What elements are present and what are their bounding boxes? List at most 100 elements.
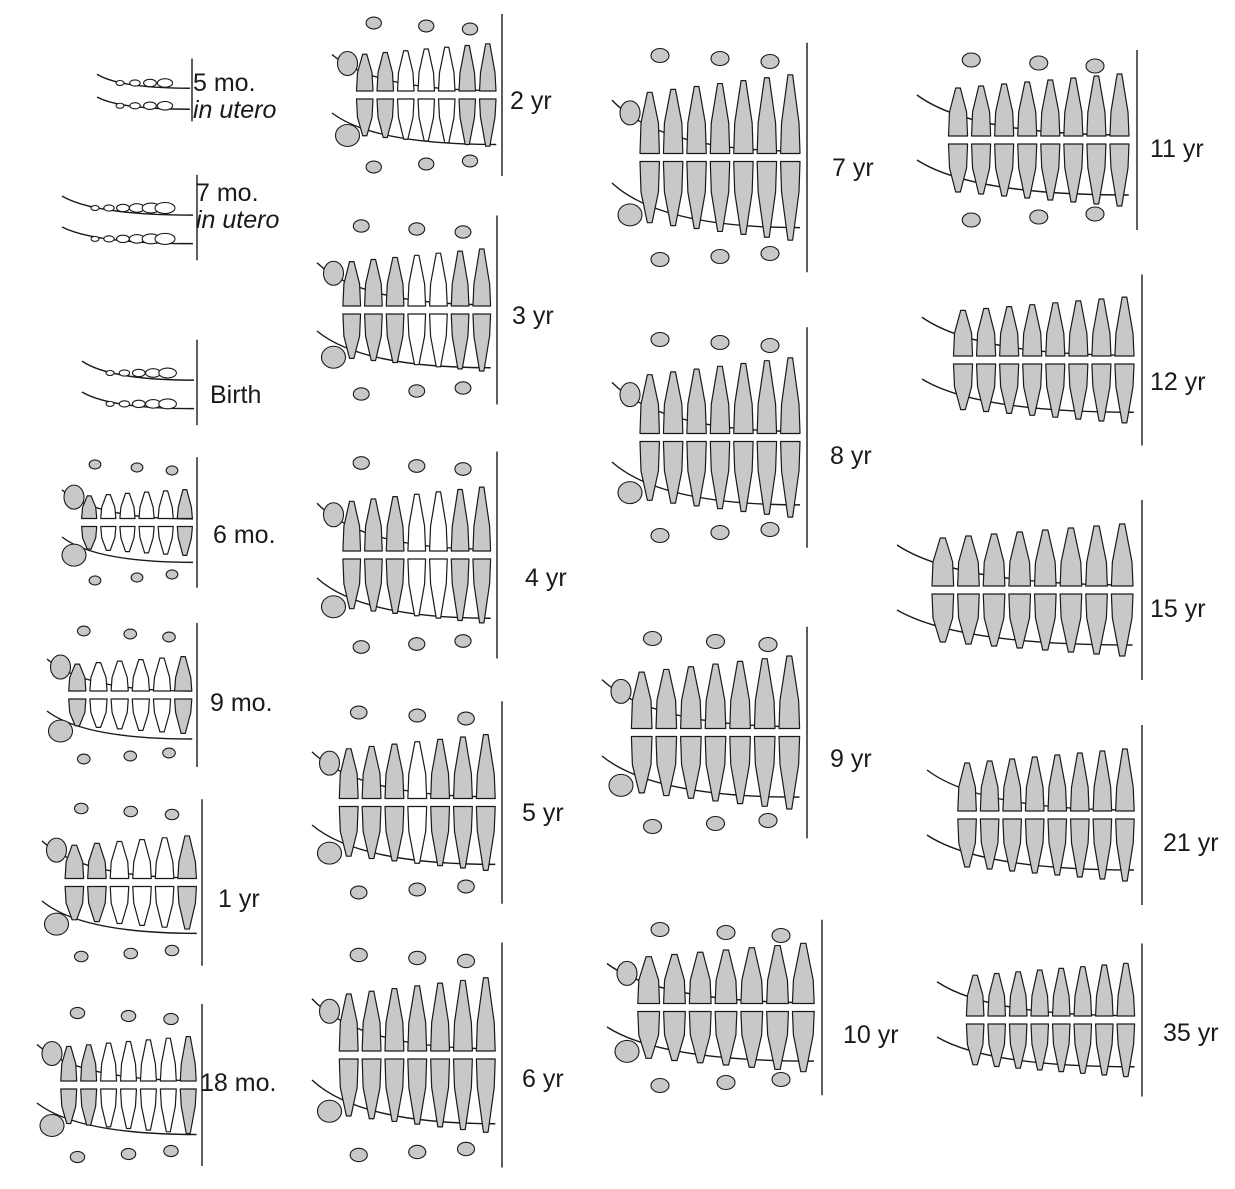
lower-tooth-germ — [462, 155, 477, 167]
upper-molar-germ — [320, 751, 340, 775]
lower-tooth — [958, 819, 977, 867]
dentition-drawing — [330, 5, 505, 185]
upper-tooth — [966, 975, 984, 1016]
lower-tooth — [101, 1089, 117, 1127]
stage-panel-35yr — [935, 935, 1145, 1105]
upper-tooth — [454, 737, 473, 799]
stage-label-text: 9 yr — [830, 745, 872, 773]
lower-tooth — [81, 1089, 97, 1125]
upper-tooth — [158, 491, 173, 519]
lower-tooth — [734, 442, 753, 512]
lower-tooth — [377, 99, 394, 137]
dentition-drawing — [310, 930, 505, 1180]
lower-tooth — [357, 99, 374, 136]
lower-tooth — [476, 807, 495, 871]
stage-label-8yr: 8 yr — [830, 443, 872, 470]
dentition-drawing — [45, 615, 200, 775]
dentition-drawing — [60, 450, 200, 595]
stage-sublabel-text: in utero — [193, 97, 276, 124]
upper-tooth — [767, 946, 789, 1004]
lower-tooth — [664, 1012, 686, 1061]
stage-label-10yr: 10 yr — [843, 1022, 899, 1049]
lower-tooth-bud — [130, 103, 140, 109]
lower-tooth — [418, 99, 435, 141]
lower-tooth — [365, 559, 383, 611]
lower-tooth — [640, 162, 659, 223]
upper-tooth-germ — [711, 52, 729, 66]
lower-tooth-germ — [124, 948, 138, 959]
stage-label-1yr: 1 yr — [218, 886, 260, 913]
stage-panel-1yr — [40, 790, 205, 975]
upper-tooth-germ — [651, 49, 669, 63]
upper-tooth — [734, 364, 753, 434]
lower-molar-germ — [318, 1100, 342, 1122]
upper-tooth-bud — [104, 205, 114, 211]
lower-tooth-bud — [106, 401, 114, 406]
upper-jaw-outline — [97, 74, 190, 88]
upper-tooth-germ — [711, 336, 729, 350]
lower-tooth — [61, 1089, 77, 1124]
lower-tooth — [430, 559, 448, 618]
lower-tooth — [1111, 594, 1133, 656]
lower-tooth-germ — [409, 638, 425, 651]
lower-tooth-germ — [70, 1151, 84, 1162]
upper-tooth — [430, 492, 448, 551]
lower-tooth-bud — [119, 401, 129, 407]
stage-label-2yr: 2 yr — [510, 88, 552, 115]
lower-tooth — [158, 527, 173, 555]
lower-tooth — [111, 699, 128, 729]
stage-panel-10yr — [605, 910, 825, 1105]
upper-tooth — [792, 943, 814, 1003]
upper-tooth — [111, 661, 128, 691]
lower-tooth — [155, 887, 174, 928]
lower-tooth — [980, 819, 999, 869]
upper-tooth — [1117, 963, 1135, 1016]
lower-tooth — [476, 1059, 495, 1132]
upper-tooth-germ — [131, 463, 143, 472]
lower-tooth-germ — [651, 1079, 669, 1093]
lower-tooth — [175, 699, 192, 733]
lower-tooth-germ — [409, 385, 425, 397]
upper-tooth-germ — [409, 951, 426, 964]
upper-tooth — [988, 974, 1006, 1017]
upper-tooth — [418, 49, 435, 91]
upper-tooth — [980, 761, 999, 811]
stage-label-text: 5 yr — [522, 799, 564, 827]
upper-tooth — [705, 664, 726, 728]
lower-molar-germ — [40, 1115, 64, 1137]
upper-tooth-germ — [70, 1007, 84, 1018]
stage-panel-2yr — [330, 5, 505, 185]
lower-tooth — [408, 314, 426, 365]
stage-label-text: 18 mo. — [200, 1069, 276, 1097]
lower-tooth-germ — [455, 635, 471, 648]
stage-label-5yr: 5 yr — [522, 800, 564, 827]
lower-tooth-germ — [717, 1076, 735, 1090]
upper-tooth-germ — [455, 463, 471, 476]
lower-molar-germ — [62, 544, 86, 566]
stage-label-9yr: 9 yr — [830, 746, 872, 773]
upper-tooth — [1035, 530, 1057, 586]
lower-tooth — [398, 99, 415, 139]
stage-label-text: 8 yr — [830, 442, 872, 470]
upper-tooth — [88, 843, 107, 878]
stage-panel-7mo-in-utero — [60, 170, 200, 265]
upper-tooth — [343, 501, 361, 551]
upper-tooth — [180, 1037, 196, 1081]
upper-tooth — [1031, 970, 1049, 1016]
dentition-drawing — [60, 170, 200, 265]
upper-tooth — [377, 53, 394, 91]
upper-tooth-bud — [116, 81, 124, 86]
upper-tooth-germ — [165, 809, 179, 820]
stage-panel-3yr — [315, 205, 500, 415]
upper-tooth-germ — [350, 706, 367, 719]
upper-tooth-bud — [106, 371, 114, 376]
upper-molar-germ — [42, 1042, 62, 1066]
stage-label-35yr: 35 yr — [1163, 1020, 1219, 1047]
upper-tooth-germ — [644, 632, 662, 646]
lower-tooth — [958, 594, 980, 644]
lower-tooth-germ — [962, 213, 980, 227]
stage-label-text: 5 mo. — [193, 69, 256, 97]
upper-tooth-germ — [163, 632, 176, 642]
lower-molar-germ — [609, 774, 633, 796]
